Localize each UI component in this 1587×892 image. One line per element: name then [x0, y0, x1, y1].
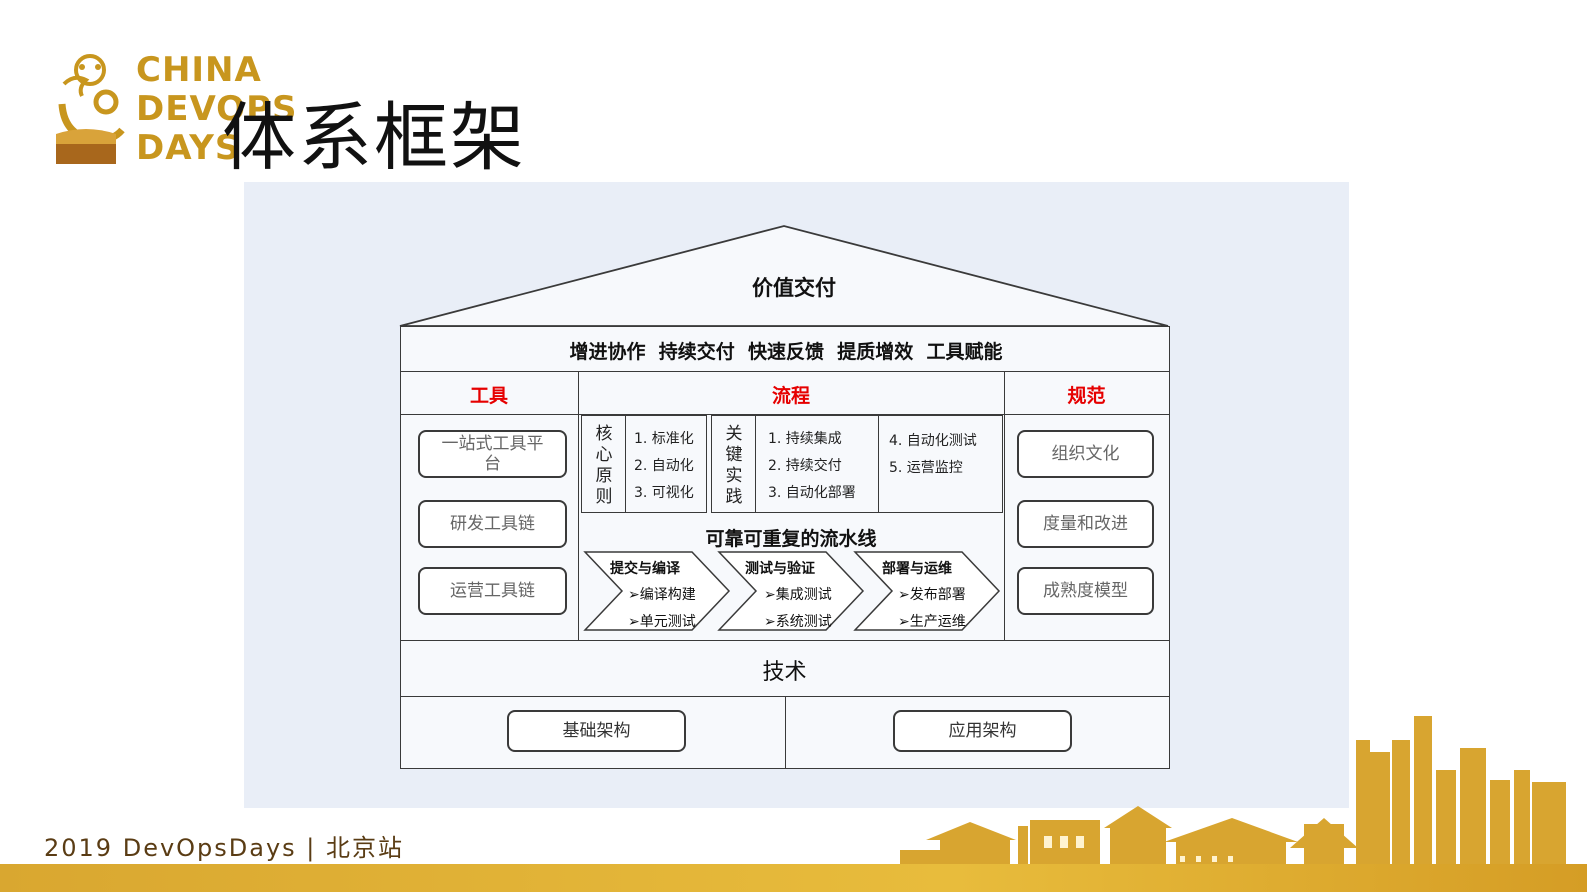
core-label-box: 核 心 原 则	[581, 415, 627, 513]
tool-one-stop-platform: 一站式工具平台	[418, 430, 567, 478]
practice-item: 2. 持续交付	[768, 458, 842, 474]
process-header-label: 流程	[771, 385, 810, 407]
core-label-char: 则	[595, 487, 613, 507]
practice-label-char: 实	[725, 466, 743, 486]
goals-text: 增进协作 持续交付 快速反馈 提质增效 工具赋能	[569, 341, 1003, 363]
tool-one-stop-platform-label: 一站式工具平台	[441, 434, 544, 474]
tools-header-label: 工具	[469, 385, 508, 407]
core-items-box: 1. 标准化 2. 自动化 3. 可视化	[625, 415, 707, 513]
practice-item: 1. 持续集成	[768, 431, 842, 447]
stage-item: ➢系统测试	[764, 614, 832, 630]
diagram-panel: 价值交付 增进协作 持续交付 快速反馈 提质增效 工具赋能 工具 流程 规范 一…	[244, 182, 1349, 808]
tools-header: 工具	[400, 371, 579, 415]
tech-infrastructure-label: 基础架构	[562, 721, 631, 741]
tech-title: 技术	[762, 660, 807, 685]
roof-title: 价值交付	[752, 276, 836, 300]
goals-row: 增进协作 持续交付 快速反馈 提质增效 工具赋能	[400, 326, 1170, 372]
process-header: 流程	[578, 371, 1005, 415]
stage-item: ➢生产运维	[898, 614, 966, 630]
norm-org-culture-label: 组织文化	[1051, 444, 1120, 464]
tech-app-architecture-label: 应用架构	[948, 721, 1017, 741]
norm-maturity-model: 成熟度模型	[1017, 567, 1154, 615]
norms-header-label: 规范	[1067, 385, 1106, 407]
core-item: 1. 标准化	[634, 431, 694, 447]
footer-bar	[0, 864, 1587, 892]
tool-ops-chain: 运营工具链	[418, 567, 567, 615]
practice-label-char: 践	[725, 487, 743, 507]
core-label-char: 原	[595, 466, 613, 486]
stage-item: ➢集成测试	[764, 587, 832, 603]
tool-ops-chain-label: 运营工具链	[450, 581, 535, 601]
norm-org-culture: 组织文化	[1017, 430, 1154, 478]
norm-maturity-model-label: 成熟度模型	[1043, 581, 1128, 601]
norm-measure-improve-label: 度量和改进	[1043, 514, 1128, 534]
stage-item: ➢发布部署	[898, 587, 966, 603]
practice-items-box: 1. 持续集成 2. 持续交付 3. 自动化部署	[755, 415, 879, 513]
footer-text: 2019 DevOpsDays | 北京站	[44, 834, 405, 862]
stage-item: ➢单元测试	[628, 614, 696, 630]
slide-title: 体系框架	[222, 95, 526, 181]
tech-app-architecture: 应用架构	[893, 710, 1072, 752]
stage-item: ➢编译构建	[628, 587, 696, 603]
pipeline-title: 可靠可重复的流水线	[705, 528, 877, 550]
tool-dev-chain: 研发工具链	[418, 500, 567, 548]
tool-dev-chain-label: 研发工具链	[450, 514, 535, 534]
logo-text-days: DAYS	[136, 128, 241, 168]
core-item: 2. 自动化	[634, 458, 694, 474]
practice-item: 4. 自动化测试	[889, 433, 977, 449]
practice-items-list: 1. 持续集成 2. 持续交付 3. 自动化部署	[768, 426, 856, 507]
stage-title: 提交与编译	[610, 561, 680, 577]
core-label-char: 心	[595, 445, 613, 465]
stage-title: 部署与运维	[882, 561, 952, 577]
core-items-list: 1. 标准化 2. 自动化 3. 可视化	[634, 426, 694, 507]
practice-item: 5. 运营监控	[889, 460, 963, 476]
practice-label-char: 关	[725, 424, 743, 444]
stage-title: 测试与验证	[745, 561, 815, 577]
core-label-char: 核	[595, 424, 613, 444]
practice-item: 3. 自动化部署	[768, 485, 856, 501]
core-item: 3. 可视化	[634, 485, 694, 501]
logo: CHINA DEVOPS DAYS	[56, 44, 296, 166]
logo-text-china: CHINA	[136, 50, 262, 90]
tech-infrastructure: 基础架构	[507, 710, 686, 752]
practice-items2-box: 4. 自动化测试 5. 运营监控	[878, 415, 1003, 513]
logo-text-devops: DEVOPS	[136, 89, 298, 129]
practice-label-char: 键	[725, 445, 743, 465]
practice-items2-list: 4. 自动化测试 5. 运营监控	[889, 428, 977, 482]
dragon-gear-icon	[56, 54, 125, 164]
norm-measure-improve: 度量和改进	[1017, 500, 1154, 548]
tech-right-cell	[785, 696, 1170, 769]
